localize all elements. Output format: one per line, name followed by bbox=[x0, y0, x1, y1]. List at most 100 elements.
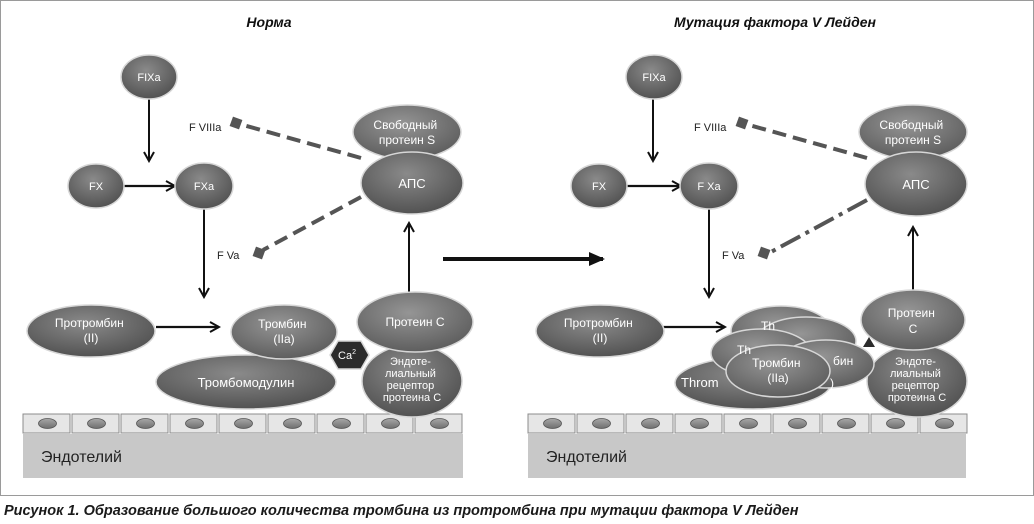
cell-nucleus bbox=[641, 418, 660, 429]
cluster-partial-1: Th bbox=[761, 319, 775, 333]
prothrombin-label-right: Протромбин (II) bbox=[564, 316, 636, 345]
cluster-partial-4: Throm bbox=[681, 375, 719, 390]
left-panel-title: Норма bbox=[246, 14, 291, 30]
prothrombin-node-right bbox=[535, 304, 665, 358]
receptor-right-line-1: Эндоте- bbox=[895, 356, 936, 368]
thrombin-line-2: (IIa) bbox=[273, 332, 294, 346]
protein-c-label-right: Протеин С bbox=[888, 306, 938, 336]
protein-c-right-line-1: Протеин bbox=[888, 306, 935, 320]
fx-label: FX bbox=[89, 181, 104, 193]
protein-c-node-right bbox=[860, 289, 966, 351]
fva-label-right: F Va bbox=[722, 250, 745, 262]
fx-node-right bbox=[570, 163, 628, 209]
fxa-node-right bbox=[679, 162, 739, 210]
fixa-node bbox=[120, 54, 178, 100]
fviiia-marker-right bbox=[735, 116, 749, 130]
aps-node bbox=[360, 151, 464, 215]
inhibit-aps-fva-right bbox=[770, 198, 868, 254]
fva-label: F Va bbox=[217, 250, 240, 262]
receptor-line-3: рецептор bbox=[387, 380, 435, 392]
cell-nucleus bbox=[543, 418, 562, 429]
prothrombin-label: Протромбин (II) bbox=[55, 316, 127, 345]
prothrombin-right-line-1: Протромбин bbox=[564, 316, 633, 330]
inhibit-aps-fviiia bbox=[242, 123, 362, 160]
cluster-partial-5: ) bbox=[830, 376, 834, 390]
receptor-right-line-2: лиальный bbox=[890, 368, 941, 380]
receptor-label: Эндоте- лиальный рецептор протеина С bbox=[383, 356, 441, 404]
cell-nucleus bbox=[739, 418, 758, 429]
cluster-thrombin-front bbox=[725, 344, 831, 398]
cluster-thrombin-line-1: Тромбин bbox=[752, 356, 800, 370]
fxa-label-right: F Xa bbox=[697, 181, 721, 193]
fviiia-label-right: F VIIIa bbox=[694, 122, 727, 134]
endothelium-label-right: Эндотелий bbox=[546, 449, 627, 466]
calcium-charge: 2 bbox=[352, 349, 356, 356]
cell-nucleus bbox=[837, 418, 856, 429]
cell-nucleus bbox=[332, 418, 351, 429]
free-protein-s-node bbox=[352, 104, 462, 160]
protein-c-node bbox=[356, 291, 474, 353]
receptor-line-4: протеина С bbox=[383, 392, 441, 404]
cell-nucleus bbox=[886, 418, 905, 429]
leiden-diagram: Норма Мутация фактора V Лейден Эндотелий… bbox=[22, 14, 968, 478]
thrombomodulin-label: Тромбомодулин bbox=[198, 375, 295, 390]
aps-label: АПС bbox=[398, 176, 425, 191]
fva-marker bbox=[252, 246, 266, 260]
cell-nucleus bbox=[136, 418, 155, 429]
cell-nucleus bbox=[185, 418, 204, 429]
fxa-label: FXa bbox=[194, 181, 215, 193]
right-panel: Эндотелий FIXa F VIIIa F Va FX F Xa Своб… bbox=[527, 54, 968, 478]
fx-label-right: FX bbox=[592, 181, 607, 193]
fixa-label: FIXa bbox=[137, 72, 161, 84]
fva-marker-right bbox=[757, 246, 771, 260]
cell-nucleus bbox=[592, 418, 611, 429]
inhibit-aps-fva bbox=[262, 195, 362, 252]
inhibit-aps-fviiia-right bbox=[748, 123, 868, 160]
free-protein-s-right-line-2: протеин S bbox=[885, 133, 941, 147]
prothrombin-node bbox=[26, 304, 156, 358]
receptor-line-1: Эндоте- bbox=[390, 356, 431, 368]
receptor-right-line-3: рецептор bbox=[892, 380, 940, 392]
figure-frame: Норма Мутация фактора V Лейден Эндотелий… bbox=[0, 0, 1034, 496]
cluster-partial-3: бин bbox=[833, 354, 853, 368]
fviiia-label: F VIIIa bbox=[189, 122, 222, 134]
prothrombin-line-1: Протромбин bbox=[55, 316, 124, 330]
prothrombin-line-2: (II) bbox=[84, 331, 99, 345]
cell-nucleus bbox=[381, 418, 400, 429]
free-protein-s-right-line-1: Свободный bbox=[879, 118, 943, 132]
cell-nucleus bbox=[690, 418, 709, 429]
cell-nucleus bbox=[87, 418, 106, 429]
free-protein-s-node-right bbox=[858, 104, 968, 160]
endothelium-bar bbox=[23, 434, 463, 478]
fxa-node bbox=[174, 162, 234, 210]
cell-nucleus bbox=[234, 418, 253, 429]
free-protein-s-label: Свободный протеин S bbox=[373, 118, 440, 147]
thrombin-line-1: Тромбин bbox=[258, 317, 306, 331]
aps-label-right: АПС bbox=[902, 177, 929, 192]
thrombin-label: Тромбин (IIa) bbox=[258, 317, 310, 346]
fviiia-marker bbox=[229, 116, 243, 130]
thrombin-cluster: Th Th бин Throm ) Тромбин (IIa) bbox=[674, 305, 875, 410]
cluster-thrombin-line-2: (IIa) bbox=[767, 371, 788, 385]
right-panel-title: Мутация фактора V Лейден bbox=[674, 14, 877, 30]
thrombomodulin-node bbox=[155, 354, 337, 410]
fixa-label-right: FIXa bbox=[642, 72, 666, 84]
aps-node-right bbox=[864, 151, 968, 217]
free-protein-s-line-1: Свободный bbox=[373, 118, 437, 132]
fx-node bbox=[67, 163, 125, 209]
fixa-node-right bbox=[625, 54, 683, 100]
figure-caption: Рисунок 1. Образование большого количест… bbox=[4, 503, 799, 519]
protein-c-label: Протеин С bbox=[385, 315, 444, 329]
cell-nucleus bbox=[283, 418, 302, 429]
receptor-line-2: лиальный bbox=[385, 368, 436, 380]
cell-nucleus bbox=[935, 418, 954, 429]
calcium-symbol: Ca bbox=[338, 350, 353, 362]
cell-nucleus bbox=[788, 418, 807, 429]
endothelium-label: Эндотелий bbox=[41, 449, 122, 466]
free-protein-s-label-right: Свободный протеин S bbox=[879, 118, 946, 147]
endothelium-bar-right bbox=[528, 434, 966, 478]
free-protein-s-line-2: протеин S bbox=[379, 133, 435, 147]
endothelial-cells bbox=[22, 413, 463, 434]
left-panel: Эндотелий FIXa F VIIIa F Va FX FXa Свобо… bbox=[22, 54, 474, 478]
calcium-hexagon-right bbox=[863, 337, 875, 347]
